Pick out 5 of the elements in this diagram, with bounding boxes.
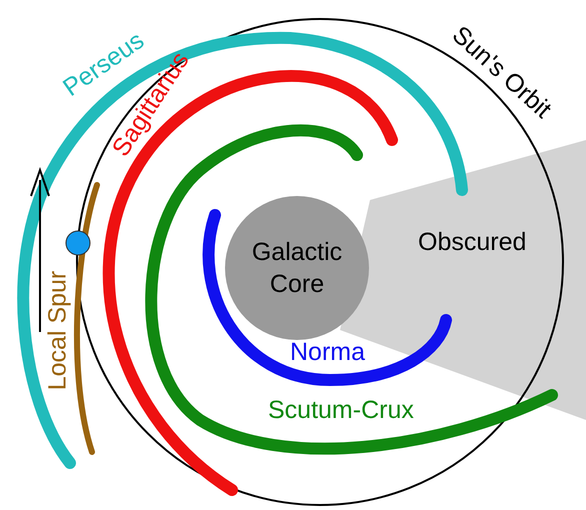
arm-label: Scutum-Crux <box>268 398 414 423</box>
region-label: Obscured <box>418 230 526 255</box>
arm-label: Local Spur <box>45 270 70 390</box>
core-label: Galactic Core <box>250 236 344 300</box>
arm-label: Norma <box>290 340 366 365</box>
